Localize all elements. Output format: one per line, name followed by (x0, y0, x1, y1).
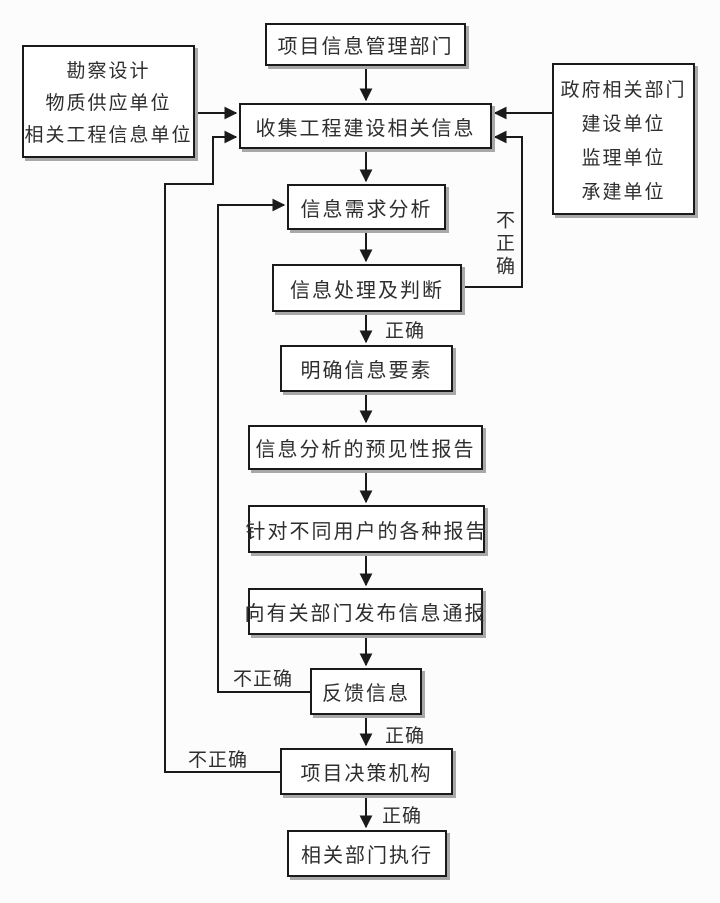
node-collect-info: 收集工程建设相关信息 (239, 103, 492, 149)
left-source-line: 物质供应单位 (45, 92, 172, 114)
label-incorrect-judge-loop: 不正确 (493, 210, 514, 279)
edge-feedback-incorrect-loop (217, 198, 310, 693)
label-incorrect-decision-loop: 不正确 (188, 750, 249, 771)
node-execution: 相关部门执行 (287, 830, 447, 877)
right-source-line: 政府相关部门 (560, 79, 687, 101)
left-source-line: 勘察设计 (66, 60, 151, 82)
right-source-line: 监理单位 (581, 147, 666, 169)
node-right-sources: 政府相关部门 建设单位 监理单位 承建单位 (552, 63, 695, 215)
node-decision-body: 项目决策机构 (280, 748, 453, 795)
node-user-reports: 针对不同用户的各种报告 (246, 505, 486, 553)
left-source-line: 相关工程信息单位 (24, 125, 193, 147)
label-correct-after-decision: 正确 (382, 806, 423, 827)
node-process-judge: 信息处理及判断 (272, 264, 462, 312)
edge-decision-incorrect-loop (164, 130, 280, 773)
label-correct-after-feedback: 正确 (385, 726, 426, 747)
label-correct-after-judge: 正确 (385, 321, 426, 342)
label-incorrect-feedback-loop: 不正确 (233, 669, 294, 690)
node-left-sources: 勘察设计 物质供应单位 相关工程信息单位 (22, 45, 195, 158)
right-source-line: 建设单位 (581, 113, 666, 135)
node-forecast-report: 信息分析的预见性报告 (248, 425, 483, 470)
edge-judge-incorrect-loop (462, 130, 523, 288)
node-clarify-elements: 明确信息要素 (280, 345, 453, 392)
node-project-info-dept: 项目信息管理部门 (265, 23, 466, 66)
node-demand-analysis: 信息需求分析 (287, 184, 446, 230)
right-source-line: 承建单位 (581, 181, 666, 203)
node-notify-depts: 向有关部门发布信息通报 (245, 588, 485, 635)
node-feedback: 反馈信息 (310, 668, 422, 715)
